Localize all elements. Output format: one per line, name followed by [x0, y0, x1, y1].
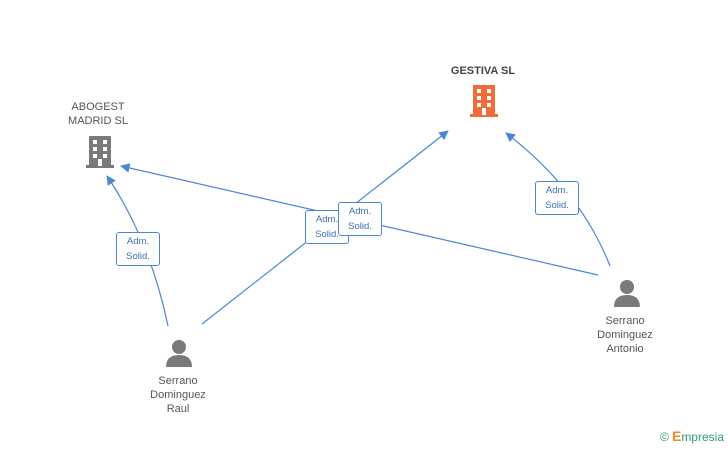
person-name-line3: Raul — [166, 403, 190, 415]
brand-initial: E — [671, 428, 682, 444]
empresia-logo[interactable]: ©Empresia — [660, 428, 724, 444]
person-name-line2: Dominguez — [597, 329, 653, 341]
role-line2: Solid. — [315, 229, 339, 240]
role-line2: Solid. — [348, 221, 372, 232]
role-line1: Adm. — [545, 185, 569, 196]
role-label-antonio-gestiva: Adm. Solid. — [535, 181, 579, 215]
company-name-gestiva[interactable]: GESTIVA SL — [450, 65, 516, 77]
person-icon[interactable] — [164, 338, 194, 368]
role-line2: Solid. — [126, 251, 150, 262]
building-icon[interactable] — [84, 134, 116, 170]
role-line1: Adm. — [126, 236, 150, 247]
person-name-line2: Dominguez — [150, 389, 206, 401]
company-name-abogest[interactable]: ABOGEST MADRID SL — [48, 100, 148, 128]
person-icon[interactable] — [612, 278, 642, 308]
person-name-raul[interactable]: Serrano Dominguez Raul — [128, 374, 228, 416]
role-line2: Solid. — [545, 200, 569, 211]
brand-name: mpresia — [681, 430, 724, 444]
copyright-symbol: © — [660, 430, 669, 444]
role-line1: Adm. — [315, 214, 339, 225]
building-icon[interactable] — [468, 83, 500, 119]
person-name-line3: Antonio — [606, 343, 644, 355]
role-label-antonio-abogest: Adm. Solid. — [338, 202, 382, 236]
person-name-line1: Serrano — [605, 315, 645, 327]
role-line1: Adm. — [348, 206, 372, 217]
role-label-raul-abogest: Adm. Solid. — [116, 232, 160, 266]
person-name-line1: Serrano — [158, 375, 198, 387]
company-name-line1: ABOGEST — [71, 101, 125, 113]
company-name-line2: MADRID SL — [68, 115, 128, 127]
person-name-antonio[interactable]: Serrano Dominguez Antonio — [575, 314, 675, 356]
